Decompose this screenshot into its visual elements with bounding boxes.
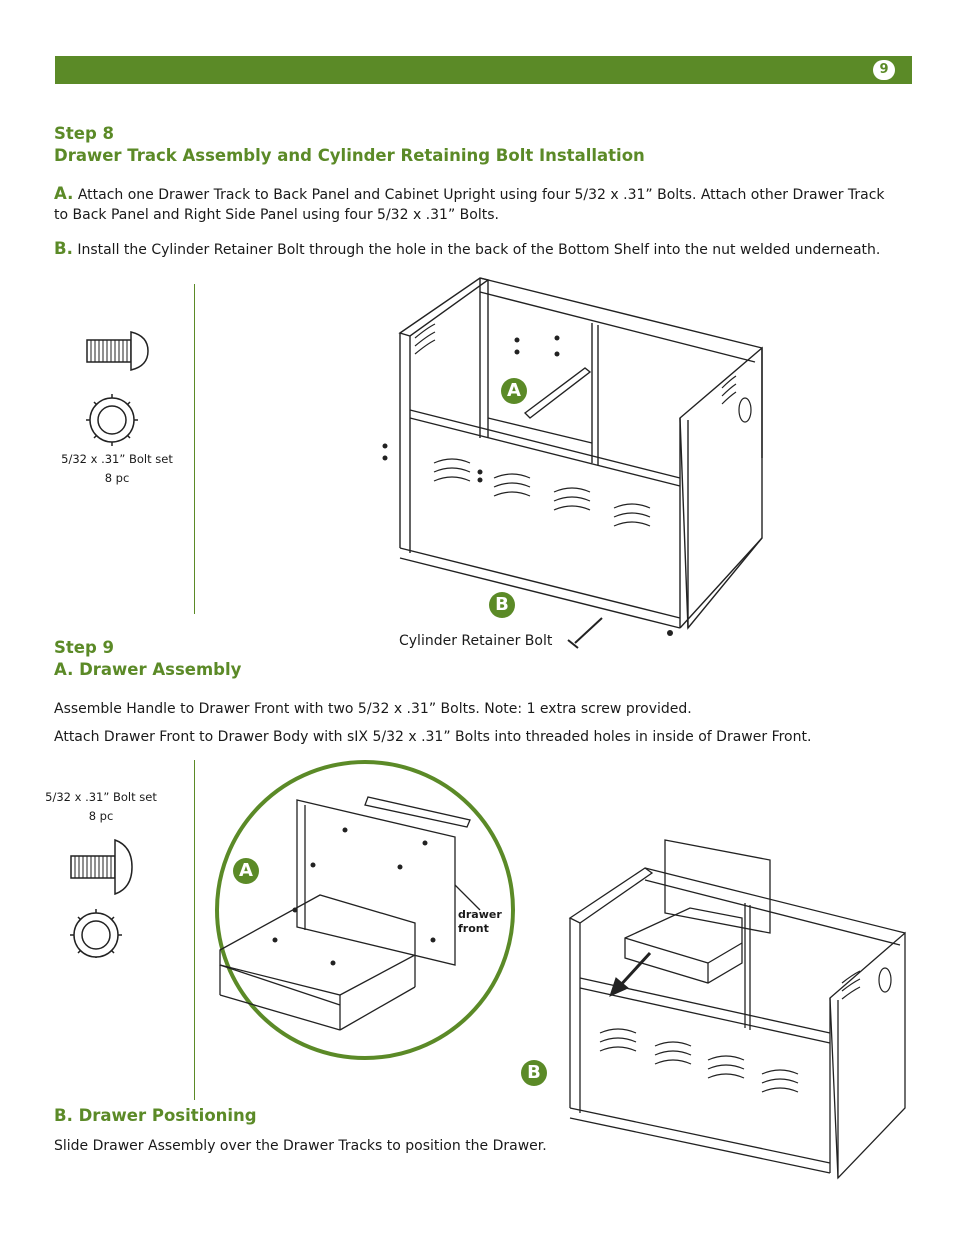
step8-callout-a: A xyxy=(501,378,527,404)
step9-callout-b: B xyxy=(521,1060,547,1086)
step9-subtitle: A. Drawer Assembly xyxy=(54,660,242,679)
step8-a-text-line1: Attach one Drawer Track to Back Panel an… xyxy=(77,187,885,203)
step8-a-paragraph: A. Attach one Drawer Track to Back Panel… xyxy=(54,184,914,225)
step8-b-paragraph: B. Install the Cylinder Retainer Bolt th… xyxy=(54,239,914,260)
page-number: 9 xyxy=(873,60,895,80)
step8-title: Step 8 xyxy=(54,124,114,143)
drawer-front-label-line1: drawer xyxy=(458,908,502,921)
bolt-icon xyxy=(70,838,133,958)
step8-b-text: Install the Cylinder Retainer Bolt throu… xyxy=(77,242,881,258)
retainer-bolt-label: Cylinder Retainer Bolt xyxy=(399,633,553,649)
step9-text1: Assemble Handle to Drawer Front with two… xyxy=(54,701,692,717)
step9-text2: Attach Drawer Front to Drawer Body with … xyxy=(54,729,812,745)
drawer-positioning-illustration xyxy=(568,839,906,1180)
bolt-icon xyxy=(86,331,149,446)
cabinet-illustration xyxy=(382,277,763,649)
step9-parts-caption: 5/32 x .31” Bolt set xyxy=(45,790,157,804)
step9-b-title: B. Drawer Positioning xyxy=(54,1106,257,1125)
step9-callout-a: A xyxy=(233,858,259,884)
drawer-front-label-line2: front xyxy=(458,922,489,935)
drawer-assembly-illustration xyxy=(215,760,515,1060)
header-bar xyxy=(55,56,912,84)
step8-subtitle: Drawer Track Assembly and Cylinder Retai… xyxy=(54,146,645,165)
step8-a-text-line2: to Back Panel and Right Side Panel using… xyxy=(54,207,499,223)
lock-washer-icon xyxy=(70,909,122,958)
lock-washer-icon xyxy=(86,394,138,446)
step8-b-label: B. xyxy=(54,239,73,258)
step8-parts-caption: 5/32 x .31” Bolt set xyxy=(61,452,173,466)
step9-title: Step 9 xyxy=(54,638,114,657)
divider-line xyxy=(194,284,195,614)
drawer-front-label: drawer front xyxy=(458,908,502,936)
step9-b-text: Slide Drawer Assembly over the Drawer Tr… xyxy=(54,1138,547,1154)
divider-line xyxy=(194,760,195,1100)
step8-callout-b: B xyxy=(489,592,515,618)
step9-parts-count: 8 pc xyxy=(88,809,114,823)
step8-a-label: A. xyxy=(54,184,74,203)
step8-parts-count: 8 pc xyxy=(104,471,130,485)
